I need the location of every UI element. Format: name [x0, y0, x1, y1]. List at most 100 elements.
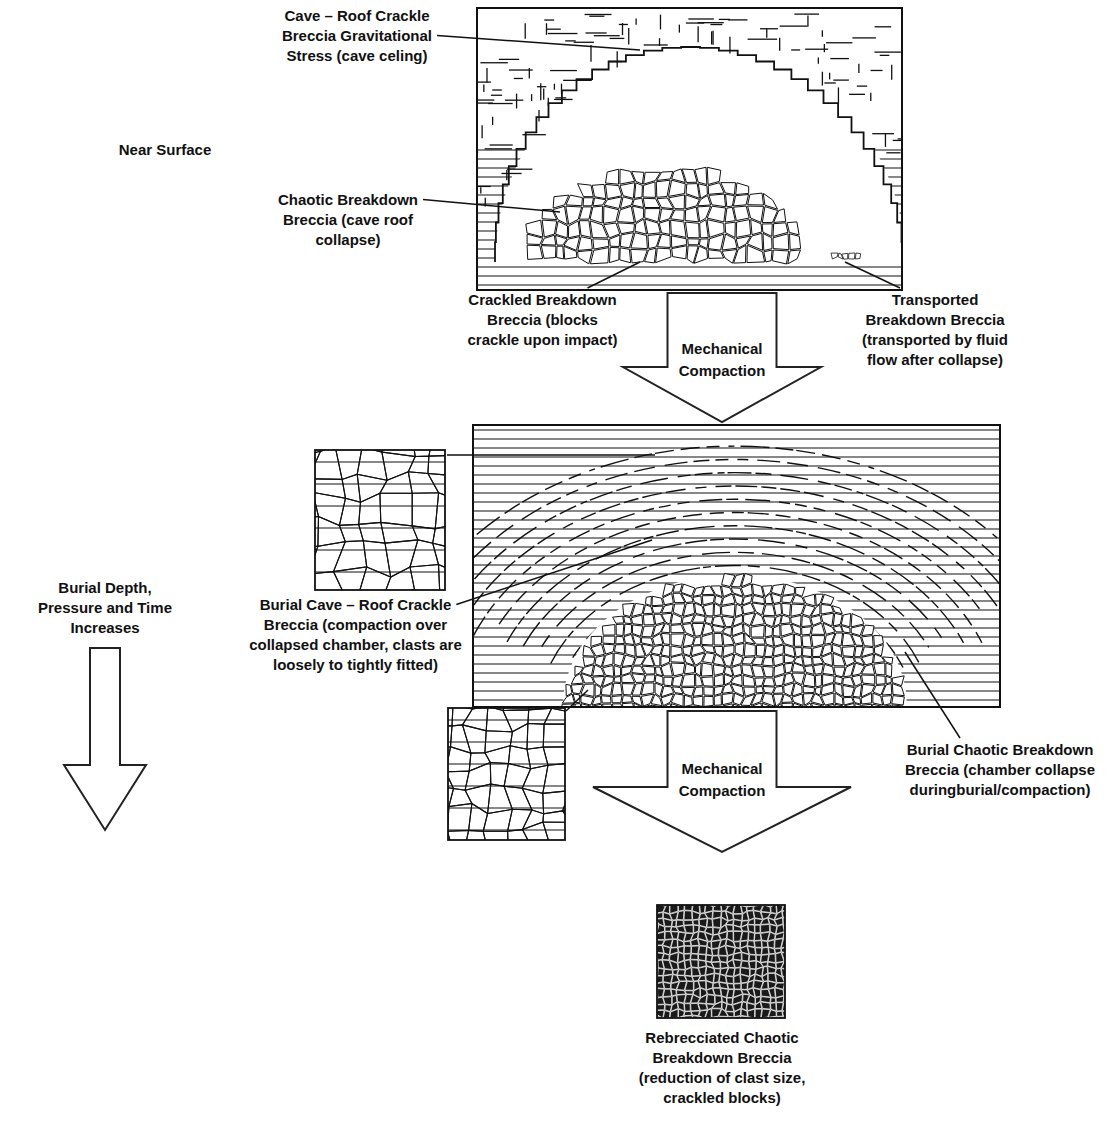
compaction-crack [523, 539, 941, 646]
breakdown-block [733, 195, 748, 206]
breakdown-block [765, 645, 774, 656]
breakdown-block [707, 167, 721, 184]
breakdown-block [714, 686, 723, 695]
breakdown-block [823, 664, 835, 675]
crackle-fracture [485, 746, 510, 764]
breakdown-block [673, 584, 682, 592]
roof-crack [833, 79, 849, 80]
zone-label: Near Surface [95, 140, 235, 160]
crackle-fracture [334, 567, 367, 590]
crackle-fracture [691, 946, 699, 954]
breakdown-block [802, 616, 812, 627]
breccia-label: Chaotic Breakdown Breccia (cave roof col… [268, 190, 428, 250]
roof-crack [565, 40, 576, 41]
bedding-line [477, 275, 902, 276]
breakdown-block [671, 663, 685, 676]
breakdown-block [578, 237, 593, 251]
crackle-fracture [663, 975, 672, 984]
crackle-fracture [733, 994, 743, 1004]
bedding-line [473, 429, 1000, 430]
breakdown-block [617, 206, 634, 222]
crackle-fracture [762, 941, 768, 948]
roof-crack [870, 93, 871, 101]
arrow-shape [593, 711, 851, 852]
breakdown-block [641, 683, 654, 695]
crackle-fracture [671, 1002, 679, 1011]
crackle-fracture [543, 791, 565, 814]
breakdown-block [815, 675, 821, 687]
breakdown-block [803, 674, 815, 687]
roof-crack [886, 152, 900, 153]
crackle-fracture [749, 955, 756, 962]
crackle-fracture [465, 784, 491, 814]
breakdown-block [664, 677, 673, 686]
breakdown-block [622, 655, 635, 667]
breakdown-block [751, 638, 765, 644]
compaction-crack [620, 619, 856, 682]
breakdown-block [541, 246, 556, 259]
roof-crack [507, 169, 533, 170]
crackle-fracture [383, 567, 414, 590]
bedding-line [473, 510, 1000, 511]
roof-crack [698, 22, 724, 23]
breakdown-block [698, 196, 711, 206]
crackle-fracture [359, 493, 381, 524]
bedding-line [477, 284, 902, 285]
breakdown-block [782, 634, 794, 646]
breakdown-block [603, 636, 615, 644]
crackle-fracture [775, 932, 784, 939]
breakdown-block [702, 634, 713, 646]
arrow-outline [592, 710, 852, 852]
crackle-fracture [672, 995, 677, 1004]
breakdown-block [616, 624, 624, 635]
crackle-fracture [334, 541, 367, 572]
breakdown-block [874, 654, 885, 663]
crackle-fracture [726, 925, 733, 931]
crackle-fracture [762, 974, 768, 982]
breakdown-block [763, 233, 772, 250]
breakdown-block [841, 614, 850, 627]
roof-crack [635, 18, 636, 24]
roof-crack [871, 70, 883, 71]
breakdown-block [811, 636, 825, 648]
roof-crack [563, 80, 592, 81]
crackle-fracture [707, 947, 713, 956]
roof-crack [548, 33, 578, 34]
breakdown-block [862, 636, 874, 647]
leader-lines [423, 36, 960, 739]
leader-line [423, 200, 560, 213]
breakdown-block [583, 198, 593, 206]
breakdown-block [732, 665, 742, 676]
breakdown-block [892, 696, 905, 705]
bedding-line [315, 550, 445, 551]
detail-inset [315, 450, 445, 590]
breakdown-block [556, 221, 568, 238]
crackle-fracture [726, 920, 734, 925]
crackle-fracture [685, 968, 692, 976]
arrow-label: Mechanical Compaction [677, 338, 768, 382]
breakdown-block [643, 605, 653, 614]
roof-crack [501, 173, 521, 174]
crackle-fracture [670, 961, 679, 970]
breakdown-block [714, 674, 723, 686]
breakdown-block [624, 624, 632, 635]
crackle-fracture [726, 911, 734, 920]
breakdown-block [803, 657, 813, 666]
breakdown-block [883, 657, 893, 664]
crackle-fracture [677, 970, 685, 976]
crackle-fracture [741, 961, 750, 969]
crackle-fracture [741, 1009, 748, 1017]
crackle-fracture [543, 763, 565, 793]
breakdown-block [662, 604, 674, 613]
crackle-fracture [663, 989, 672, 996]
breakdown-block [773, 625, 780, 636]
breakdown-block [773, 234, 789, 250]
breakdown-block [695, 167, 707, 184]
crackle-fracture [761, 981, 768, 989]
breakdown-block [772, 250, 788, 264]
crackle-fracture [663, 946, 671, 955]
breakdown-block [652, 596, 663, 605]
crackle-fracture [684, 946, 691, 954]
roof-crack [660, 15, 661, 30]
crackle-fracture [776, 953, 784, 963]
